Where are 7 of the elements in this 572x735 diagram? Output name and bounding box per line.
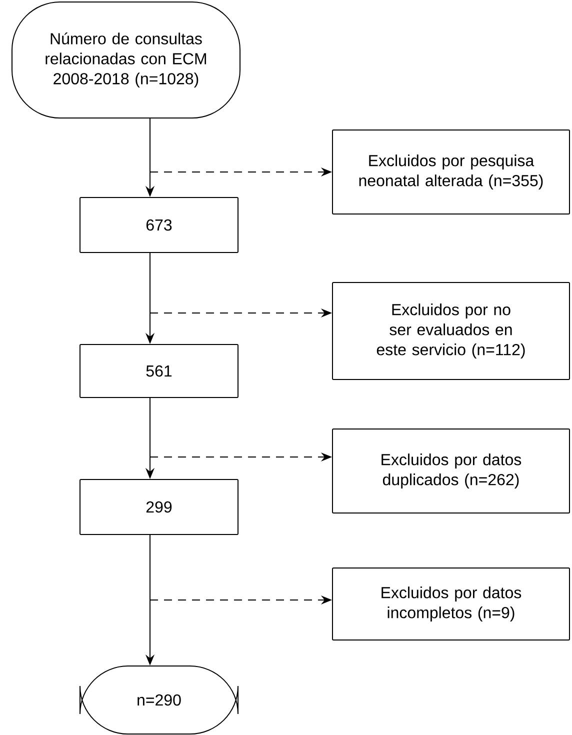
process-box: Excluidos por datos incompletos (n=9) xyxy=(332,568,570,640)
process-box: Excluidos por no ser evaluados en este servicio (n=112) xyxy=(332,282,570,380)
process-box: Excluidos por datos duplicados (n=262) xyxy=(332,428,570,514)
process-box: 673 xyxy=(80,197,238,253)
process-box: Excluidos por pesquisa neonatal alterada (n=355) xyxy=(332,130,570,214)
process-box: 299 xyxy=(80,479,238,535)
process-box: 561 xyxy=(80,344,238,398)
